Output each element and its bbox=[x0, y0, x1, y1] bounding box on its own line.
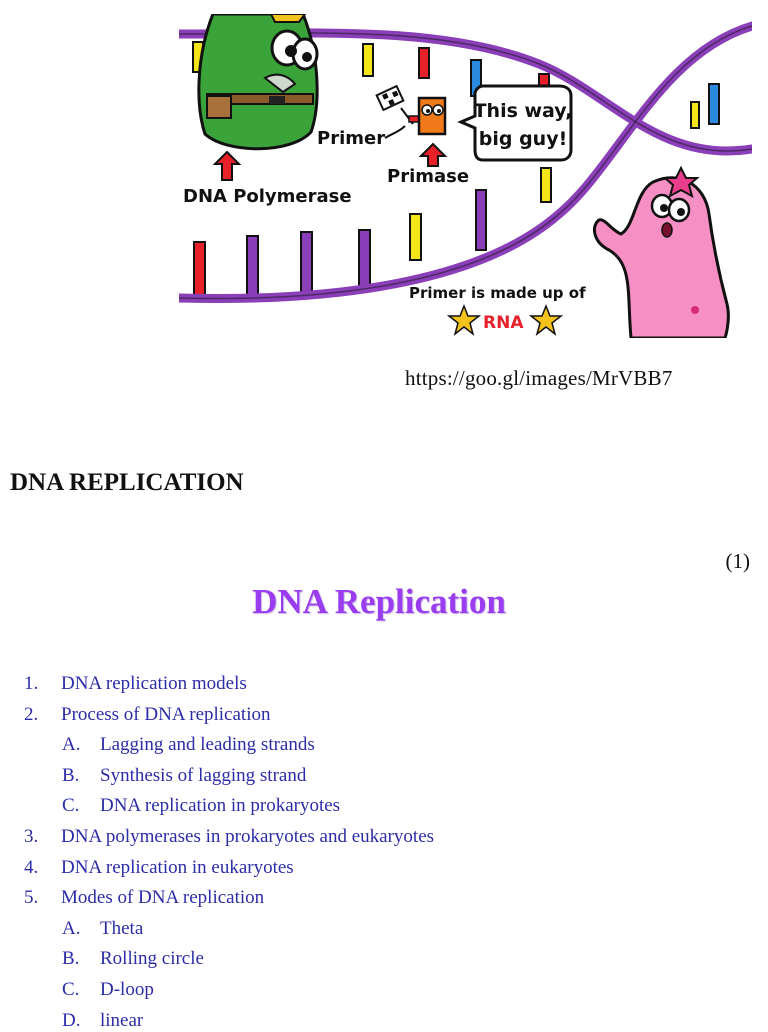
dna-polymerase-character bbox=[197, 14, 319, 151]
toc-item-number: D. bbox=[62, 1009, 81, 1031]
rna-stars: RNA bbox=[446, 303, 564, 336]
primase-character bbox=[417, 96, 447, 136]
toc-item-text: D-loop bbox=[100, 979, 154, 1000]
toc-item-text: Process of DNA replication bbox=[61, 703, 271, 725]
toc-item-text: DNA replication in eukaryotes bbox=[61, 856, 294, 878]
speech-line-1: This way, bbox=[474, 100, 573, 122]
toc-item-number: C. bbox=[62, 795, 80, 817]
primase-label: Primase bbox=[387, 166, 469, 187]
toc-item-number: 4. bbox=[24, 856, 39, 878]
star-icon bbox=[446, 303, 482, 336]
toc-item-text: Theta bbox=[100, 917, 144, 939]
primase-arrow-icon bbox=[418, 142, 448, 167]
toc-item-text: Rolling circle bbox=[100, 948, 204, 970]
speech-bubble: This way, big guy! bbox=[457, 84, 573, 162]
primer-caption: Primer is made up of bbox=[409, 284, 586, 302]
toc-item-number: 2. bbox=[24, 703, 39, 725]
slide-title: DNA Replication bbox=[252, 582, 506, 621]
toc-item-number: B. bbox=[62, 948, 80, 970]
toc-item-number: C. bbox=[62, 979, 80, 1000]
toc-item-number: B. bbox=[62, 764, 80, 786]
toc-item-number: A. bbox=[62, 917, 81, 939]
toc-item-text: linear bbox=[100, 1009, 144, 1031]
figure-number: (1) bbox=[725, 549, 751, 573]
toc-item-text: DNA replication in prokaryotes bbox=[100, 795, 341, 817]
toc-item-text: Modes of DNA replication bbox=[61, 887, 265, 909]
star-icon bbox=[528, 303, 564, 336]
image-source-url[interactable]: https://goo.gl/images/MrVBB7 bbox=[405, 366, 673, 390]
toc-item-number: A. bbox=[62, 734, 81, 756]
toc-item-number: 3. bbox=[24, 826, 39, 847]
dna-replication-figure: This way, big guy! DNA Polymerase Primer… bbox=[179, 14, 752, 338]
speech-line-2: big guy! bbox=[479, 128, 568, 150]
pink-character bbox=[592, 165, 730, 338]
polymerase-arrow-icon bbox=[212, 150, 242, 181]
dna-polymerase-label: DNA Polymerase bbox=[183, 186, 352, 207]
toc-item-text: DNA replication models bbox=[61, 673, 247, 694]
primer-pointer bbox=[384, 125, 406, 139]
toc-item-text: DNA polymerases in prokaryotes and eukar… bbox=[61, 826, 435, 847]
primer-flag-icon bbox=[375, 84, 426, 125]
rna-label: RNA bbox=[483, 313, 524, 333]
toc-item-number: 1. bbox=[24, 673, 39, 694]
toc-item-text: Lagging and leading strands bbox=[100, 734, 315, 756]
primer-label: Primer bbox=[317, 128, 385, 149]
toc-item-number: 5. bbox=[24, 887, 39, 909]
section-heading: DNA REPLICATION bbox=[10, 469, 244, 496]
toc-item-text: Synthesis of lagging strand bbox=[100, 764, 307, 786]
